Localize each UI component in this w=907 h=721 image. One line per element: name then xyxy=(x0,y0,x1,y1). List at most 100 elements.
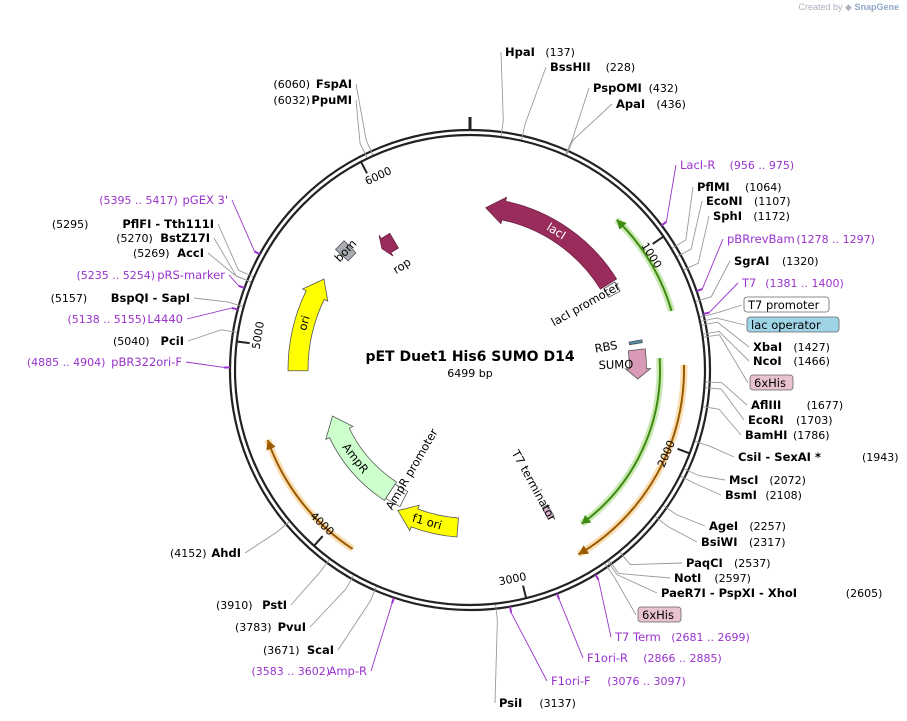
orf_arc-arrowhead-3 xyxy=(266,439,276,451)
backbone xyxy=(228,117,712,612)
orf_arc-line-3 xyxy=(266,439,354,550)
right-label-27: 6xHis xyxy=(637,606,682,623)
label-name: PflFI - Tth111I xyxy=(122,217,214,231)
left-label-5: AccI (5269) xyxy=(133,246,204,260)
leader-L-7 xyxy=(193,297,243,307)
label-name: HpaI xyxy=(505,45,535,59)
leader-R-16 xyxy=(705,381,748,406)
leader-R-23 xyxy=(654,516,698,543)
feature-ampr-shape xyxy=(325,415,398,501)
leader-R-10 xyxy=(703,282,739,315)
left-label-8: L4440(5138 .. 5155) xyxy=(67,312,183,326)
left-label-15: Amp-R(3583 .. 3602) xyxy=(251,664,367,678)
label-name: AgeI xyxy=(709,519,738,533)
right-label-4: LacI-R(956 .. 975) xyxy=(680,158,794,172)
label-pos: (3076 .. 3097) xyxy=(607,675,686,688)
label-name: BstZ17I xyxy=(160,231,210,245)
orf_arc-line-2 xyxy=(577,364,685,556)
credit-prefix: Created by xyxy=(798,2,843,12)
primer-tick-R-4 xyxy=(660,221,667,227)
left-label-4: BstZ17I (5270) xyxy=(116,231,210,245)
feature-rbs-label: RBS xyxy=(594,338,619,356)
label-pos: (1381 .. 1400) xyxy=(765,277,844,290)
label-name: AccI xyxy=(177,246,204,260)
leader-R-19 xyxy=(694,441,735,458)
right-label-26: PaeR7I - PspXI - XhoI(2605) xyxy=(661,586,882,600)
label-pos: (5235 .. 5254) xyxy=(76,269,155,282)
site-labels: FspAI(6060)PpuMI(6032)pGEX 3'(5395 .. 54… xyxy=(27,45,899,710)
label-name: LacI-R xyxy=(680,158,715,172)
left-label-2: pGEX 3'(5395 .. 5417) xyxy=(99,193,228,207)
left-label-0: FspAI(6060) xyxy=(273,77,352,91)
leader-L-2 xyxy=(231,199,260,255)
label-name: PspOMI xyxy=(593,81,642,95)
leader-R-3 xyxy=(566,103,613,155)
label-name: F1ori-R xyxy=(587,651,628,665)
label-pos: (3783) xyxy=(235,621,272,634)
snapgene-credit: Created by ◆ SnapGene xyxy=(799,2,900,13)
label-pos: (2257) xyxy=(749,520,786,533)
label-box xyxy=(749,374,794,391)
left-label-13: PvuI(3783) xyxy=(235,620,306,634)
right-label-1: BssHII(228) xyxy=(550,60,635,74)
right-label-19: CsiI - SexAI *(1943) xyxy=(738,450,899,464)
label-pos: (5269) xyxy=(133,247,170,260)
leader-L-6 xyxy=(228,274,245,289)
label-pos: (1466) xyxy=(793,355,830,368)
label-pos: (4152) xyxy=(170,547,207,560)
left-label-12: PstI (3910) xyxy=(216,598,287,612)
label-pos: (5270) xyxy=(116,232,153,245)
label-name: BamHI xyxy=(745,428,787,442)
primer-tick-L-6 xyxy=(238,284,245,289)
center-title: pET Duet1 His6 SUMO D14 6499 bp xyxy=(365,349,574,380)
feature-rbs-shape xyxy=(628,339,643,346)
leader-R-5 xyxy=(671,186,694,249)
label-name: ApaI xyxy=(616,97,645,111)
leader-R-24 xyxy=(619,551,683,565)
label-pos: (5395 .. 5417) xyxy=(99,194,178,207)
right-label-8: pBRrevBam(1278 .. 1297) xyxy=(727,232,875,246)
label-leaders xyxy=(185,51,750,704)
right-label-25: NotI(2597) xyxy=(674,571,751,585)
label-pos: (4885 .. 4904) xyxy=(27,356,106,369)
leader-L-5 xyxy=(207,252,252,283)
label-name: CsiI - SexAI * xyxy=(738,450,821,464)
label-pos: (2317) xyxy=(749,536,786,549)
tick-mark-2000 xyxy=(677,447,691,455)
label-pos: (6060) xyxy=(273,78,310,91)
label-name: BsmI xyxy=(725,488,757,502)
leader-R-11 xyxy=(699,304,743,318)
right-label-3: ApaI (436) xyxy=(616,97,686,111)
label-pos: (436) xyxy=(656,98,686,111)
right-label-5: PflMI(1064) xyxy=(697,180,782,194)
leader-R-18 xyxy=(703,406,742,436)
primer-tick-R-28 xyxy=(594,574,600,581)
left-label-11: AhdI(4152) xyxy=(170,546,241,560)
label-pos: (1278 .. 1297) xyxy=(796,233,875,246)
label-pos: (3910) xyxy=(216,599,253,612)
label-name: PstI xyxy=(262,598,287,612)
label-name: AflIII xyxy=(751,398,781,412)
label-name: PsiI xyxy=(499,696,522,710)
label-pos: (1320) xyxy=(782,255,819,268)
right-label-2: PspOMI(432) xyxy=(593,81,678,95)
leader-R-8 xyxy=(696,238,724,292)
leader-R-21 xyxy=(680,475,722,496)
leader-R-2 xyxy=(565,87,590,155)
right-label-20: MscI(2072) xyxy=(729,473,806,487)
label-pos: (1677) xyxy=(807,399,844,412)
label-pos: (2108) xyxy=(765,489,802,502)
promoter_arc-line-1 xyxy=(581,358,661,525)
right-label-22: AgeI (2257) xyxy=(709,519,786,533)
right-label-21: BsmI (2108) xyxy=(725,488,802,502)
tick-mark-4000 xyxy=(313,535,324,547)
label-name: BssHII xyxy=(550,60,591,74)
primer-tick-R-30 xyxy=(509,606,513,613)
label-name: SgrAI xyxy=(734,254,769,268)
feature-laci-shape xyxy=(485,196,618,290)
leader-R-25 xyxy=(608,560,671,579)
label-pos: (2605) xyxy=(846,587,883,600)
feature-rop-shape xyxy=(378,232,399,257)
feature-f1-ori-shape xyxy=(397,504,459,538)
